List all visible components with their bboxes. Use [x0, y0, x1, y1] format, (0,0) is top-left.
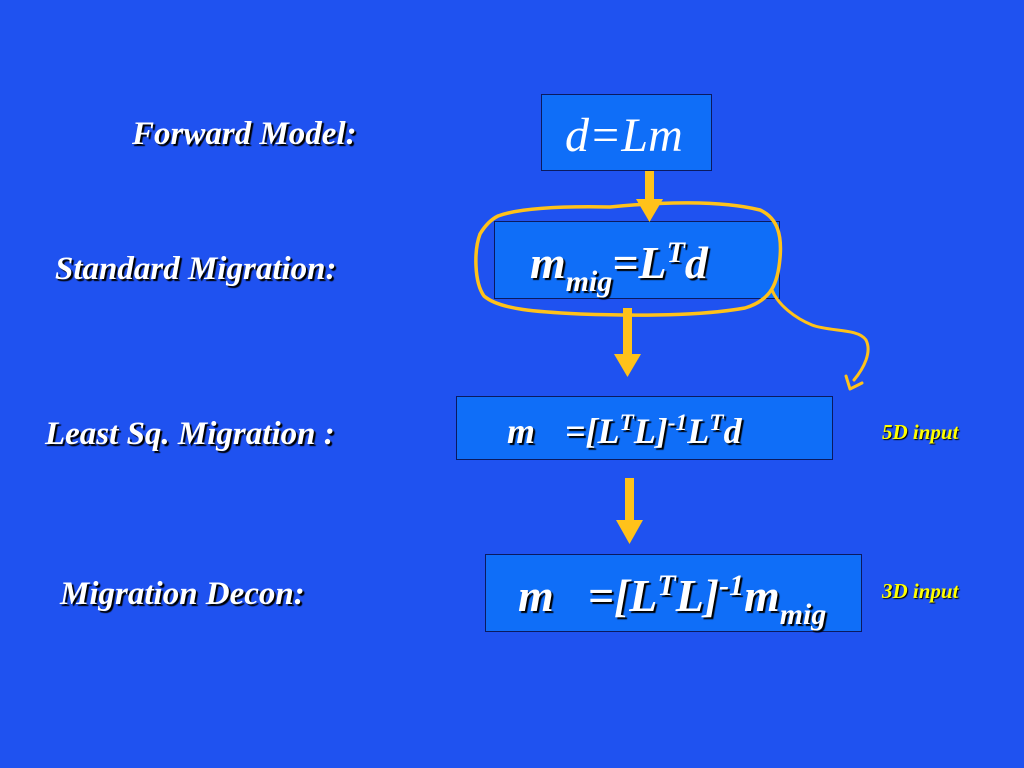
eq-std-eq-l: =L — [612, 237, 667, 288]
eq-lsq-sup-t2: T — [709, 410, 724, 437]
equation-forward: d=Lm — [565, 112, 683, 160]
arrow-down-icon — [614, 308, 641, 377]
eq-lsq-sup-inv: -1 — [667, 410, 688, 437]
eq-lsq-m: m — [507, 411, 536, 451]
eq-dec-sup-t: T — [657, 568, 676, 602]
eq-dec-sup-inv: -1 — [719, 568, 745, 602]
label-standard-migration: Standard Migration: — [55, 251, 337, 287]
eq-std-tail: d — [684, 237, 708, 288]
label-forward-model: Forward Model: — [132, 116, 357, 152]
note-3d-input: 3D input — [882, 579, 959, 603]
eq-std-sup-t: T — [666, 235, 685, 269]
box-least-sq-migration — [456, 396, 833, 460]
arrow-down-icon — [616, 478, 643, 544]
eq-dec-m: m — [518, 570, 554, 621]
eq-dec-m2-sub: mig — [779, 598, 827, 632]
eq-dec-m2: m — [744, 570, 780, 621]
eq-lsq-sup-t1: T — [619, 410, 634, 437]
eq-lsq-mid: L] — [633, 411, 668, 451]
box-migration-decon — [485, 554, 862, 632]
equation-forward-text: d=Lm — [565, 109, 683, 162]
label-migration-decon: Migration Decon: — [60, 576, 305, 612]
eq-dec-mid: L] — [675, 570, 720, 621]
eq-dec-open: =[L — [587, 570, 658, 621]
eq-lsq-l2: L — [687, 411, 710, 451]
eq-std-m-sub: mig — [565, 265, 613, 299]
eq-std-m: m — [530, 237, 566, 288]
pointer-arrowhead-icon — [844, 374, 864, 391]
note-5d-input: 5D input — [882, 420, 959, 444]
box-forward-model — [541, 94, 712, 171]
label-least-sq-migration: Least Sq. Migration : — [45, 416, 335, 452]
eq-lsq-tail: d — [723, 411, 742, 451]
equation-migration-decon: m=[LTL]-1mmig — [518, 570, 826, 630]
equation-least-sq-migration: m=[LTL]-1LTd — [507, 410, 742, 451]
arrow-down-icon — [636, 171, 663, 222]
eq-lsq-open: =[L — [565, 411, 620, 451]
equation-standard-migration: mmig=LTd — [530, 237, 708, 297]
pointer-curve-icon — [770, 288, 870, 382]
